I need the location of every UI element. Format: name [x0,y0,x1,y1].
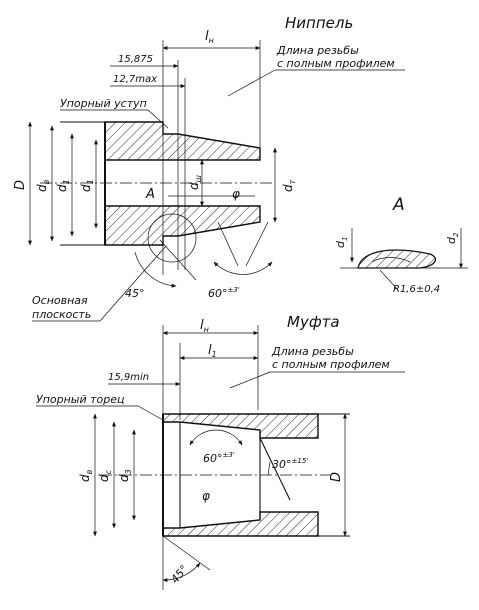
nipple-detail-circle [147,213,197,263]
nipple-d1-mark-label: d1 [55,179,71,192]
coupling-dim-159-label: 15,9min [108,372,149,383]
nipple-D-label: D [13,180,28,190]
coupling-face-leader [137,405,164,421]
coupling-title: Муфта [287,313,340,331]
coupling-cone-line [259,437,291,501]
nipple-thread-note-1: Длина резьбы [276,44,359,57]
nipple-d1-label: d1 [79,179,95,192]
nipple-phi-label: φ [232,187,240,201]
nipple-lh-label: lн [205,29,214,45]
coupling-45-leg [162,535,211,571]
detail-d1-label: d1 [334,237,349,248]
coupling-45-arc [162,562,201,583]
nipple-dt-label: dт [281,179,297,192]
detail-radius-label: R1,6±0,4 [393,284,440,295]
nipple-60-leg [217,221,239,267]
detail-A-title: А [392,195,405,215]
nipple-dim-127-label: 12,7max [113,74,157,85]
coupling-30-label: 30°±15' [272,457,308,471]
nipple-plane-leader [99,245,167,322]
nipple-45-leg [159,239,197,281]
nipple-thread-note-2: с полным профилем [277,57,395,70]
nipple-45-arc [134,251,177,288]
detail-A-view: А d1 d2 R1,6±0,4 [334,195,468,295]
nipple-shoulder-leader [147,109,169,129]
detail-thread-profile [357,249,437,269]
detail-d2-label: d2 [445,232,460,244]
nipple-upper-section [104,121,261,161]
coupling-lower-section [162,511,319,537]
coupling-thread-note-2: с полным профилем [272,358,390,371]
coupling-60-label: 60°±3' [203,451,235,465]
nipple-dsh-label: dш [187,174,203,190]
nipple-60-leg [245,221,269,267]
coupling-60-arc [189,429,243,446]
nipple-45-label: 45° [125,287,145,300]
coupling-thread-note-1: Длина резьбы [271,345,354,358]
coupling-dc-label: dс [97,469,113,482]
detail-radius-leader [379,269,399,291]
nipple-60-label: 60°±3' [208,286,240,300]
coupling-upper-section [162,413,319,439]
nipple-view: Ниппель lн Длина резьбы с полным профиле… [13,14,405,322]
coupling-lh-label: lн [200,318,209,334]
coupling-45-label: 45° [168,563,190,586]
coupling-30-leg [267,461,271,476]
coupling-d3-label: d3 [117,469,133,482]
nipple-A-label: А [145,187,155,202]
nipple-note-leader [227,69,276,97]
coupling-dv-label: dв [78,469,94,482]
nipple-dim-15875-label: 15,875 [118,54,153,65]
nipple-dv-label: dв [35,179,51,192]
coupling-note-leader [229,371,271,389]
nipple-lower-section [104,205,261,246]
nipple-60-arc [213,261,273,275]
coupling-l1-label: l1 [208,343,217,359]
nipple-title: Ниппель [285,14,353,32]
coupling-face-label: Упорный торец [36,393,125,406]
coupling-view: Муфта lн l1 Длина резьбы с полным профил… [36,313,405,590]
detail-root-radius [371,257,411,263]
nipple-shoulder-label: Упорный уступ [60,97,147,110]
nipple-plane-label-1: Основная [32,294,88,307]
coupling-phi-label: φ [202,489,210,503]
nipple-plane-label-2: плоскость [32,308,91,321]
coupling-D-label: D [329,472,344,482]
